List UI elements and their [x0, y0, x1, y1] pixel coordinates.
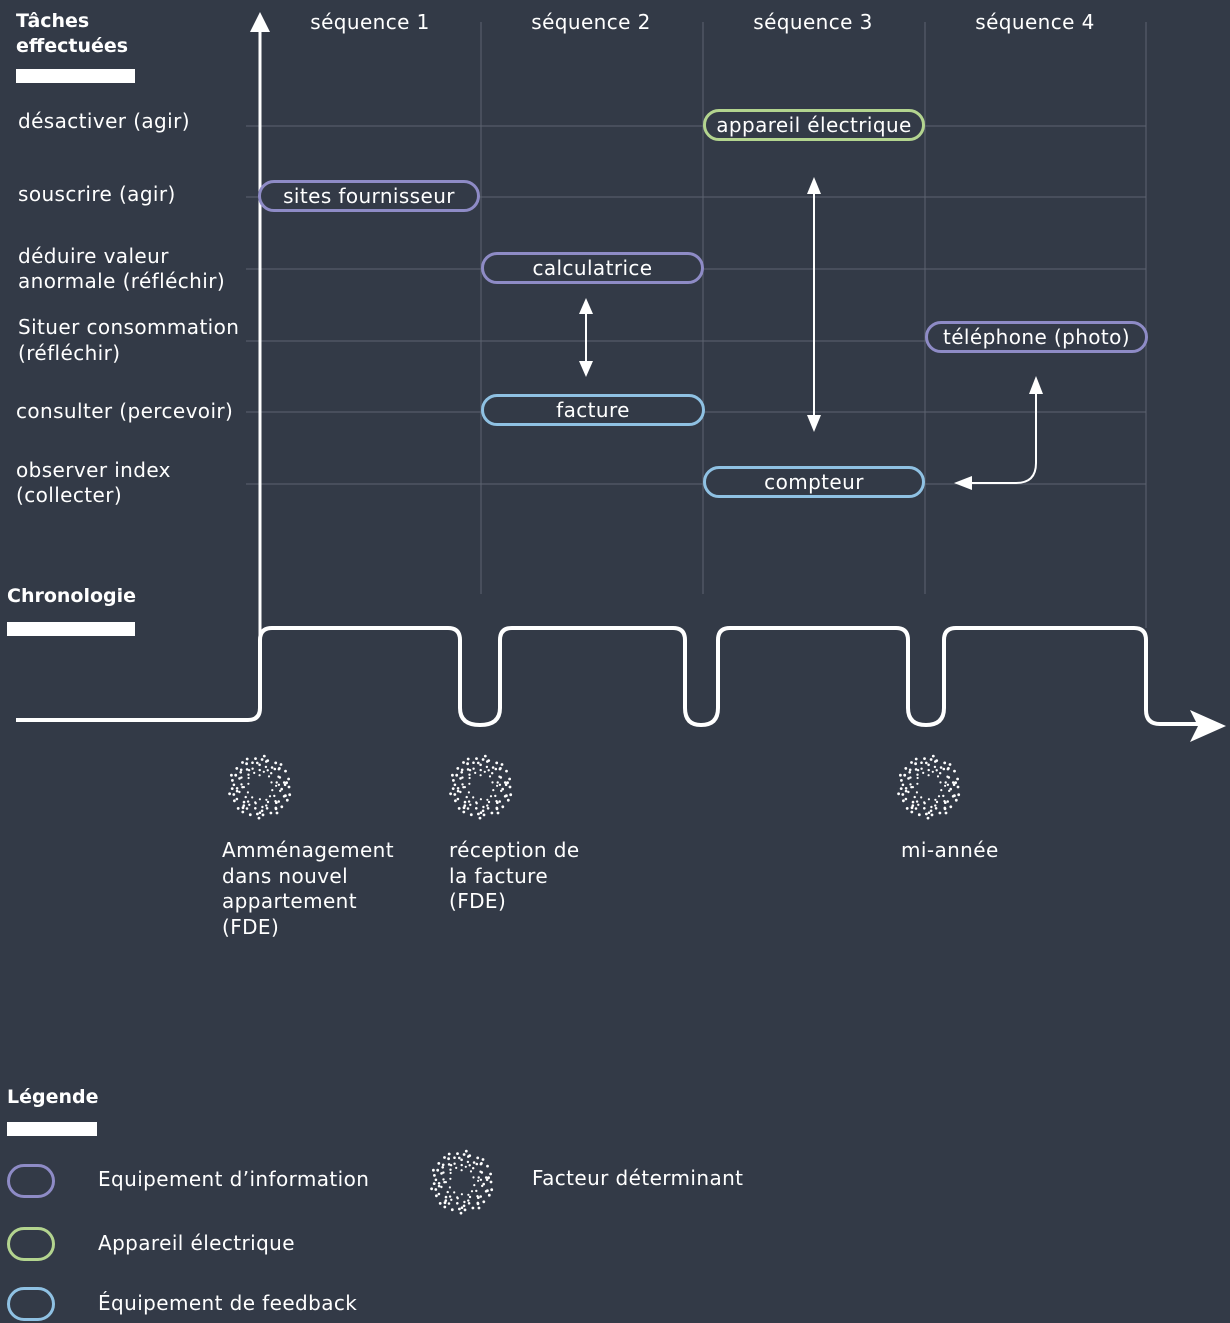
sequence-header-3: séquence 3 [753, 10, 873, 34]
chronology-heading-underline [7, 622, 135, 636]
chronology-path [16, 626, 1200, 727]
legend-label-electric: Appareil électrique [98, 1231, 295, 1255]
relation-arrowheads [579, 177, 1043, 490]
arrowhead-left [954, 476, 972, 490]
legend-factor-icon [430, 1149, 494, 1215]
factor-icon-amenagement [228, 754, 292, 820]
chronology-arrowhead [1190, 710, 1226, 742]
tasks-heading-line1: Tâches [16, 10, 90, 32]
sequence-header-1: séquence 1 [310, 10, 430, 34]
task-label-situer-line2: (réfléchir) [18, 341, 121, 365]
task-label-desactiver: désactiver (agir) [18, 109, 190, 133]
arrowhead-up [807, 177, 821, 194]
task-axis-arrowhead [250, 12, 270, 32]
task-label-souscrire: souscrire (agir) [18, 182, 176, 206]
legend-heading-underline [7, 1122, 97, 1136]
arrowhead-down [807, 415, 821, 432]
pill-sites-fournisseur: sites fournisseur [258, 180, 480, 212]
event-label-reception-line3: (FDE) [449, 889, 507, 913]
pill-appareil-electrique: appareil électrique [703, 109, 925, 141]
factor-icons [228, 754, 961, 1215]
event-label-amenagement: Amménagement [222, 838, 394, 862]
arrowhead-down [579, 361, 593, 377]
event-label-amenagement-line2: dans nouvel [222, 864, 349, 888]
sequence-header-4: séquence 4 [975, 10, 1095, 34]
factor-icon-mi-annee [897, 754, 961, 820]
event-label-reception-line2: la facture [449, 864, 549, 888]
task-label-deduire: déduire valeur [18, 244, 169, 268]
legend-label-information: Equipement d’information [98, 1167, 370, 1191]
legend-heading: Légende [7, 1086, 99, 1108]
pill-telephone-photo: téléphone (photo) [925, 321, 1148, 353]
task-label-deduire-line2: anormale (réfléchir) [18, 269, 226, 293]
event-label-reception: réception de [449, 838, 580, 862]
event-label-amenagement-line3: appartement [222, 889, 357, 913]
pill-facture: facture [481, 394, 705, 426]
factor-icon-reception [449, 754, 513, 820]
arrowhead-up [579, 298, 593, 314]
pill-calculatrice: calculatrice [481, 252, 704, 284]
task-label-situer: Situer consommation [18, 315, 240, 339]
sequence-header-2: séquence 2 [531, 10, 651, 34]
event-label-mi-annee: mi-année [901, 838, 999, 862]
legend-label-feedback: Équipement de feedback [98, 1291, 358, 1315]
task-label-observer: observer index [16, 458, 171, 482]
tasks-heading-line2: effectuées [16, 35, 129, 57]
legend-label-factor: Facteur déterminant [532, 1166, 744, 1190]
pill-compteur: compteur [703, 466, 925, 498]
task-label-consulter: consulter (percevoir) [16, 399, 234, 423]
chronology-heading: Chronologie [7, 585, 137, 607]
legend-swatch-information [7, 1164, 55, 1198]
legend-swatch-electric [7, 1227, 55, 1261]
legend-swatch-feedback [7, 1287, 55, 1321]
arrowhead-up [1029, 376, 1043, 394]
relation-arrows [585, 192, 1037, 484]
arrow-compteur-telephone [970, 392, 1037, 484]
grid-vertical-lines [480, 22, 1147, 628]
task-label-observer-line2: (collecter) [16, 483, 123, 507]
tasks-heading-underline [16, 69, 135, 83]
event-label-amenagement-line4: (FDE) [222, 915, 280, 939]
